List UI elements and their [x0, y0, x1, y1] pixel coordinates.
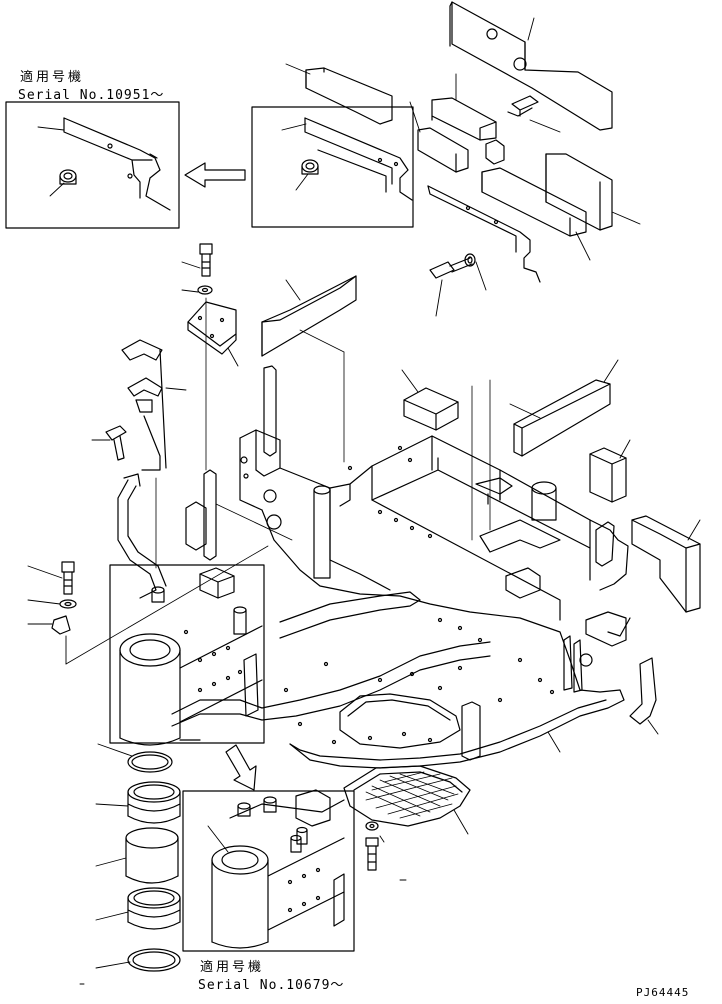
clip-lower-left [52, 616, 70, 634]
counterweight-plate-top [450, 2, 612, 130]
plate-upper-left [188, 302, 236, 354]
bushing-upper [128, 782, 180, 823]
stepped-counterweight-side [632, 516, 700, 612]
inset-swing-boss [212, 790, 344, 948]
counterweight-block [546, 154, 612, 230]
detail-box-swing-bracket [110, 565, 264, 743]
washer-mid [465, 254, 475, 266]
inset-bottom-leader [208, 826, 228, 852]
detail-nut [302, 160, 318, 174]
cushion-block-right-mid [514, 380, 610, 456]
inset-leader-lines [38, 127, 64, 196]
hex-bolt-mid [430, 258, 472, 278]
cushion-block-left-mid [262, 276, 356, 356]
cushion-block-long [306, 68, 392, 124]
sleeve [126, 828, 178, 883]
inset-bottom-serial-label: Serial No.10679～ [198, 978, 345, 993]
detail-leader-lines [282, 124, 308, 190]
top-leader-lines [286, 18, 640, 316]
rubber-block-small [590, 448, 626, 502]
washer-lower-left [60, 600, 76, 608]
inset-top-serial-label: Serial No.10951～ [18, 88, 165, 103]
left-leader-lines [28, 262, 238, 664]
bolt-lower-left [62, 562, 74, 594]
bolt-bottom [366, 838, 378, 870]
inset-pins [238, 797, 307, 852]
bottom-center-leader-lines [80, 810, 468, 984]
square-pad [404, 388, 458, 430]
swing-boss-cylinder [120, 626, 262, 745]
inset-box-serial-10951 [6, 102, 179, 228]
inset-bottom-applicability-label: 適用号機 [200, 960, 265, 975]
bent-pipe-left [118, 474, 166, 598]
inset-nut [60, 170, 76, 184]
spacer-block-small [486, 140, 504, 164]
inset-box-serial-10679 [183, 791, 354, 951]
clamp-bracket-left [122, 340, 166, 470]
cushion-block-medium [418, 128, 468, 172]
hex-bolt-top [508, 96, 538, 116]
swing-pins [152, 587, 246, 634]
inset-top-applicability-label: 適用号機 [20, 70, 85, 85]
phantom-guide-lines [66, 298, 490, 664]
snap-ring-upper [128, 752, 172, 772]
bushing-lower [128, 888, 180, 929]
detail-box-bracket [252, 107, 413, 227]
washer-bottom [366, 822, 378, 830]
bolt-left [106, 426, 126, 460]
drawing-code: PJ64445 [636, 986, 690, 999]
snap-ring-lower [128, 949, 180, 971]
transfer-arrow-left [185, 163, 245, 187]
detail-bracket-part [305, 118, 412, 200]
cushion-block-small [432, 98, 496, 140]
inset-bracket-part [64, 118, 170, 210]
transfer-arrow-down [226, 745, 256, 790]
bushing-leader-lines [96, 744, 132, 968]
washer-upper-left [198, 286, 212, 294]
bolt-upper-left [200, 244, 212, 276]
mesh-screen-cover [344, 766, 470, 826]
cushion-block-right [482, 168, 586, 236]
angle-plate-right [630, 658, 656, 724]
long-mounting-bracket [428, 186, 540, 282]
revolving-frame [172, 366, 630, 768]
mid-right-leader-lines [286, 280, 700, 752]
